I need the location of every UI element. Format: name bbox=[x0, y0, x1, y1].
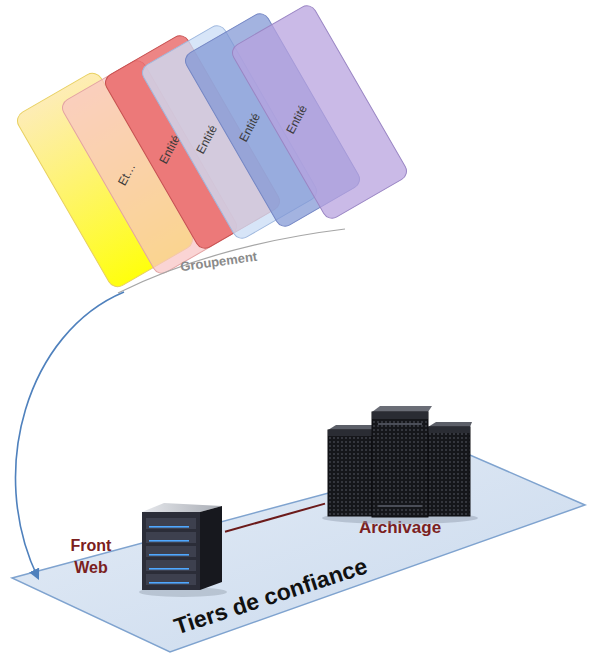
entity-label: Entité bbox=[280, 98, 312, 142]
link-line bbox=[225, 504, 325, 532]
web-server-icon bbox=[139, 503, 227, 597]
entity-card: Entité bbox=[228, 2, 410, 223]
archive-racks-icon bbox=[322, 406, 478, 524]
platform-shape bbox=[0, 440, 594, 665]
entity-label: Entité bbox=[233, 106, 265, 150]
entity-card: Et… bbox=[58, 57, 240, 278]
entity-card: Entité bbox=[181, 10, 363, 231]
group-bracket bbox=[118, 229, 345, 293]
flow-arrow bbox=[15, 292, 124, 578]
server-label: Front Web bbox=[65, 535, 117, 578]
entity-card: Entité bbox=[138, 22, 320, 243]
platform-outline bbox=[12, 455, 585, 652]
entity-label: Et… bbox=[110, 153, 142, 197]
entity-label: Entité bbox=[190, 118, 222, 162]
platform-zone: Tiers de confiance Front Web Archivage bbox=[0, 440, 594, 665]
server-node: Front Web bbox=[60, 510, 225, 600]
entity-card: Entité bbox=[101, 32, 283, 253]
entity-label: Entité bbox=[153, 128, 185, 172]
back-card bbox=[14, 70, 196, 291]
group-label: Groupement bbox=[179, 249, 258, 275]
server-label: Archivage bbox=[325, 517, 475, 540]
server-node: Archivage bbox=[325, 420, 475, 545]
zone-title: Tiers de confiance bbox=[171, 553, 371, 641]
